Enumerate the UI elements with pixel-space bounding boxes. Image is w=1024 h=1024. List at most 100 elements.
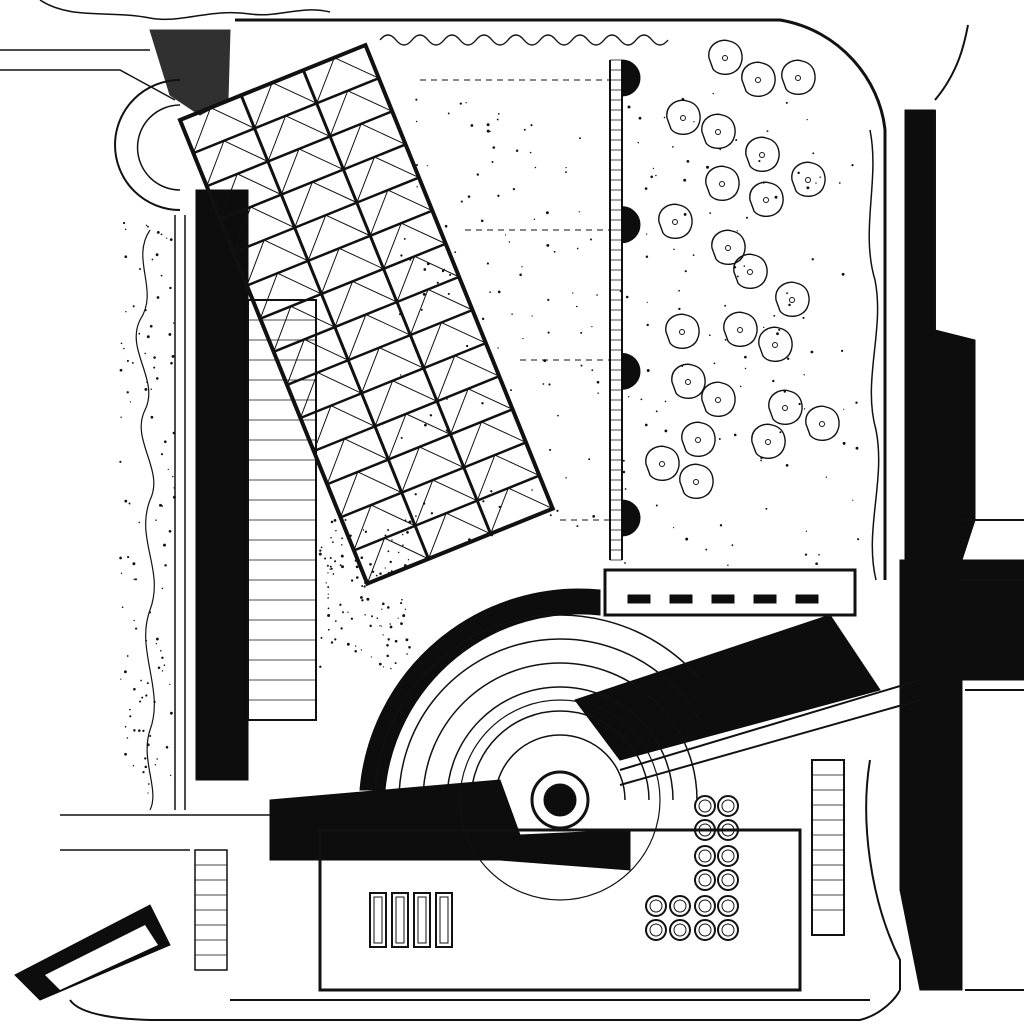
- stipple-dot: [625, 295, 629, 299]
- stipple-dot: [132, 765, 135, 767]
- stipple-dot: [146, 682, 149, 685]
- stipple-dot: [851, 163, 854, 167]
- stipple-dot: [429, 414, 433, 417]
- pavilion-truss-member: [423, 321, 487, 369]
- pavilion-truss-member: [273, 305, 336, 352]
- stipple-dot: [812, 152, 815, 155]
- stipple-dot: [369, 624, 372, 628]
- stipple-dot: [706, 165, 709, 169]
- stipple-dot: [409, 521, 411, 523]
- stipple-dot: [319, 549, 322, 552]
- pavilion-truss-member: [347, 313, 411, 361]
- stipple-dot: [120, 678, 122, 680]
- stipple-dot: [489, 130, 491, 133]
- pavilion-truss-member: [414, 479, 478, 526]
- stipple-dot: [426, 165, 428, 167]
- pavilion-truss-member: [374, 380, 438, 427]
- colonnade-column: [621, 206, 641, 244]
- stipple-dot: [341, 537, 343, 540]
- stipple-dot: [360, 596, 363, 599]
- stipple-dot: [160, 233, 163, 236]
- stipple-dot: [169, 238, 173, 241]
- pavilion-truss-member: [428, 512, 491, 560]
- stipple-dot: [522, 337, 524, 340]
- right-building-outline: [934, 24, 1024, 991]
- stipple-dot: [320, 546, 323, 549]
- stipple-dot: [490, 533, 494, 537]
- stipple-dot: [326, 564, 329, 567]
- stipple-dot: [511, 313, 513, 315]
- courtyard-tree: [745, 136, 780, 172]
- stipple-dot: [492, 146, 496, 149]
- lower-building-window: [391, 892, 409, 948]
- cafe-table: [717, 895, 739, 917]
- pavilion-truss-member: [409, 288, 473, 336]
- stipple-dot: [498, 505, 502, 509]
- stipple-dot: [402, 544, 404, 546]
- stipple-dot: [803, 408, 806, 410]
- stipple-dot: [449, 273, 452, 276]
- stipple-dot: [470, 124, 474, 127]
- stipple-dot: [819, 176, 821, 178]
- stipple-dot: [624, 562, 626, 564]
- stipple-dot: [685, 537, 689, 541]
- stipple-dot: [161, 670, 164, 672]
- cafe-table: [694, 869, 716, 891]
- stipple-dot: [785, 464, 789, 467]
- stipple-dot: [774, 195, 778, 199]
- stipple-dot: [549, 448, 552, 451]
- stipple-dot: [133, 578, 135, 581]
- stipple-dot: [631, 512, 634, 514]
- stipple-dot: [468, 538, 471, 541]
- stipple-dot: [160, 650, 162, 652]
- stipple-dot: [369, 562, 372, 566]
- stipple-dot: [327, 572, 329, 574]
- stipple-dot: [408, 646, 411, 649]
- stipple-dot: [325, 582, 327, 584]
- stipple-dot: [545, 211, 549, 215]
- stipple-dot: [169, 286, 172, 290]
- stipple-dot: [124, 726, 127, 728]
- stipple-dot: [735, 138, 738, 142]
- stipple-dot: [597, 392, 599, 394]
- stipple-dot: [637, 141, 640, 144]
- pavilion-truss-member: [329, 90, 393, 137]
- stipple-dot: [389, 560, 392, 564]
- stipple-dot: [588, 458, 591, 461]
- stipple-dot: [135, 338, 137, 340]
- stipple-dot: [381, 608, 383, 610]
- stipple-dot: [366, 597, 370, 601]
- stipple-dot: [391, 539, 393, 541]
- stipple-dot: [815, 182, 817, 184]
- stipple-dot: [144, 308, 147, 312]
- stipple-dot: [736, 275, 739, 278]
- stipple-dot: [150, 415, 154, 419]
- stipple-dot: [686, 160, 690, 163]
- stipple-dot: [346, 642, 350, 646]
- courtyard-tree: [705, 165, 740, 201]
- stipple-dot: [119, 556, 122, 560]
- stipple-dot: [523, 128, 526, 131]
- stipple-dot: [384, 534, 387, 537]
- stipple-dot: [126, 655, 129, 657]
- stipple-dot: [719, 524, 723, 527]
- stipple-dot: [121, 606, 124, 608]
- stipple-dot: [155, 519, 157, 521]
- stipple-dot: [766, 130, 769, 133]
- stipple-dot: [389, 625, 393, 629]
- stipple-dot: [327, 586, 330, 589]
- pavilion-truss-member: [387, 413, 451, 460]
- stipple-dot: [148, 611, 151, 614]
- stipple-dot: [446, 398, 448, 400]
- stipple-dot: [627, 105, 631, 109]
- stipple-dot: [414, 493, 417, 496]
- stipple-dot: [145, 694, 148, 697]
- stipple-dot: [681, 365, 684, 367]
- courtyard-tree: [758, 326, 793, 362]
- stipple-dot: [646, 369, 650, 372]
- pavilion-truss-member: [396, 255, 460, 303]
- stipple-dot: [592, 515, 596, 518]
- stipple-dot: [155, 253, 159, 257]
- stipple-dot: [126, 359, 129, 362]
- lower-building: [318, 828, 802, 992]
